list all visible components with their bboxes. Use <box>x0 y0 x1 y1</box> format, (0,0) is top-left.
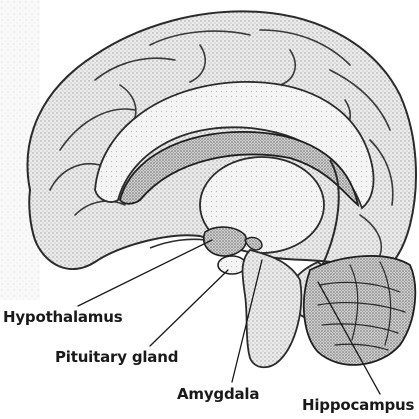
leader-pituitary <box>150 270 228 346</box>
label-amygdala: Amygdala <box>177 387 259 402</box>
label-pituitary-gland: Pituitary gland <box>55 350 178 365</box>
label-hypothalamus: Hypothalamus <box>3 310 122 325</box>
optic-chiasm <box>150 239 205 248</box>
label-hippocampus: Hippocampus <box>302 398 414 413</box>
brainstem <box>243 250 302 367</box>
